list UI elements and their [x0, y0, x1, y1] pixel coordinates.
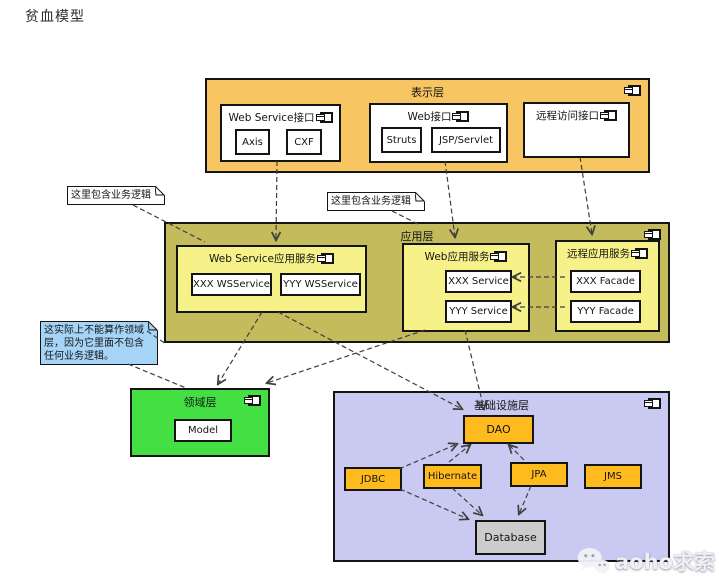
- wechat-icon: [577, 547, 610, 575]
- jpa-box: JPA: [510, 462, 568, 487]
- component-icon: [600, 110, 617, 121]
- presentation-layer-label: 表示层: [411, 86, 444, 99]
- application-layer-label: 应用层: [400, 230, 434, 243]
- note-text: 这里包含业务逻辑: [71, 190, 151, 201]
- domain-layer-label: 领域层: [183, 396, 217, 409]
- yyy-service-box: YYY Service: [445, 300, 512, 323]
- domain-layer: 领域层 Model: [130, 388, 270, 457]
- xxx-wsservice-box: XXX WSService: [191, 273, 272, 296]
- infrastructure-layer-label: 基础设施层: [474, 399, 529, 412]
- presentation-layer: 表示层 Web Service接口 Axis CXF Web接口 Struts …: [205, 78, 650, 173]
- web-service-app-service-label: Web Service应用服务: [208, 253, 317, 265]
- dao-box: DAO: [463, 415, 534, 444]
- web-interface-label: Web接口: [407, 111, 452, 123]
- web-app-service-label: Web应用服务: [424, 251, 490, 263]
- watermark: aoho求索: [577, 546, 715, 576]
- hibernate-box: Hibernate: [423, 464, 482, 489]
- database-box: Database: [475, 520, 546, 555]
- jdbc-box: JDBC: [344, 467, 402, 491]
- note-fold-icon: [415, 192, 425, 202]
- model-box: Model: [174, 419, 232, 442]
- web-service-app-service-box: Web Service应用服务 XXX WSService YYY WSServ…: [176, 245, 367, 313]
- note-fold-icon: [155, 186, 165, 196]
- jms-box: JMS: [584, 464, 642, 489]
- axis-box: Axis: [235, 129, 270, 155]
- component-icon: [644, 398, 661, 409]
- cxf-box: CXF: [286, 129, 322, 155]
- component-icon: [644, 229, 661, 240]
- component-icon: [490, 251, 508, 262]
- note-text: 这里包含业务逻辑: [331, 196, 411, 207]
- web-app-service-box: Web应用服务 XXX Service YYY Service: [402, 243, 530, 332]
- component-icon: [315, 112, 333, 123]
- xxx-service-box: XXX Service: [445, 270, 512, 293]
- component-icon: [452, 111, 470, 122]
- web-service-interface-label: Web Service接口: [228, 112, 315, 124]
- infrastructure-layer: 基础设施层 DAO JDBC Hibernate JPA JMS Databas…: [333, 391, 670, 562]
- web-service-interface-box: Web Service接口 Axis CXF: [220, 104, 341, 162]
- domain-layer-warning-note: 这实际上不能算作领域层，因为它里面不包含任何业务逻辑。: [40, 321, 158, 365]
- watermark-text: aoho求索: [615, 550, 715, 574]
- application-layer: 应用层 Web Service应用服务 XXX WSService YYY WS…: [164, 222, 670, 343]
- component-icon: [317, 253, 335, 264]
- yyy-facade-box: YYY Facade: [570, 300, 641, 323]
- yyy-wsservice-box: YYY WSService: [280, 273, 361, 296]
- business-logic-note-2: 这里包含业务逻辑: [327, 192, 425, 211]
- component-icon: [631, 248, 648, 259]
- component-icon: [624, 85, 641, 96]
- web-interface-box: Web接口 Struts JSP/Servlet: [369, 103, 508, 163]
- struts-box: Struts: [381, 127, 422, 153]
- xxx-facade-box: XXX Facade: [570, 270, 641, 293]
- remote-access-interface-box: 远程访问接口: [523, 102, 630, 158]
- note-text: 这实际上不能算作领域层，因为它里面不包含任何业务逻辑。: [44, 325, 144, 362]
- remote-app-service-box: 远程应用服务 XXX Facade YYY Facade: [555, 240, 660, 332]
- jsp-servlet-box: JSP/Servlet: [431, 127, 501, 153]
- note-fold-icon: [148, 321, 158, 331]
- component-icon: [244, 395, 261, 406]
- business-logic-note-1: 这里包含业务逻辑: [67, 186, 165, 205]
- connector-domain-note-anchor-to-domain: [127, 363, 187, 389]
- remote-app-service-label: 远程应用服务: [567, 248, 630, 260]
- remote-access-interface-label: 远程访问接口: [536, 110, 599, 122]
- page-title: 贫血模型: [25, 9, 85, 25]
